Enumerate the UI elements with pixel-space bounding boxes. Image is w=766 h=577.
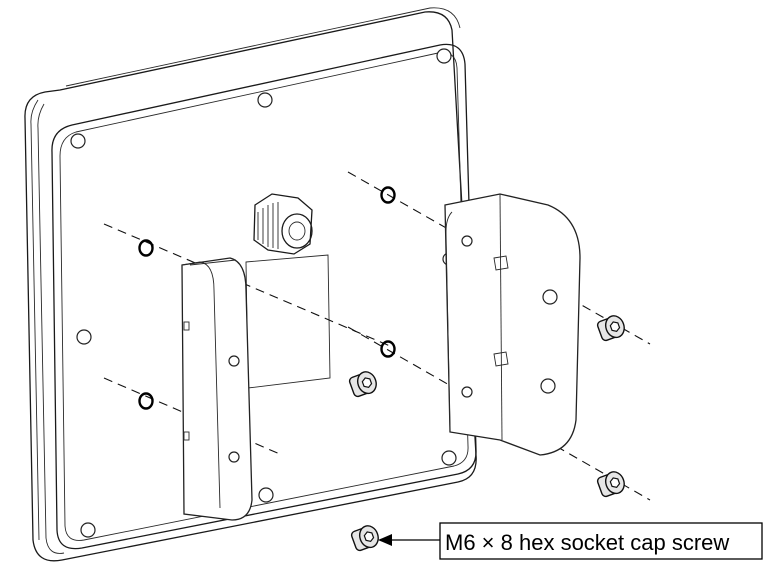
screw-callout: M6 × 8 hex socket cap screw	[378, 522, 763, 560]
panel-mount-holes	[70, 48, 457, 538]
washers	[138, 186, 396, 410]
panel-hole	[80, 522, 96, 538]
hex-socket-screw-icon	[348, 371, 377, 398]
hex-socket-screw-icon	[596, 471, 625, 498]
washer-ring-icon	[138, 392, 154, 410]
panel-hole	[70, 133, 86, 149]
panel-hole	[257, 92, 273, 108]
callout-box	[439, 522, 763, 560]
bracket-hole	[461, 386, 473, 398]
bracket-hole	[228, 451, 240, 463]
arrow-left-icon	[378, 534, 392, 546]
hex-socket-screw-icon	[350, 525, 379, 552]
callout-label: M6 × 8 hex socket cap screw	[445, 530, 729, 555]
washer-ring-icon	[380, 186, 396, 204]
cable-gland-icon	[253, 193, 313, 255]
bracket-hole	[228, 355, 240, 367]
hex-socket-screw-icon	[596, 315, 625, 342]
panel-hole	[258, 487, 274, 503]
mounting-bracket-right	[444, 193, 581, 456]
washer-ring-icon	[380, 340, 396, 358]
bracket-hole	[542, 289, 558, 305]
mounting-bracket-left	[181, 257, 253, 521]
enclosure-panel	[24, 7, 477, 562]
panel-hole	[441, 450, 457, 466]
panel-hole	[436, 48, 452, 64]
screws	[348, 315, 625, 552]
panel-hole	[76, 329, 92, 345]
bracket-hole	[540, 378, 556, 394]
bracket-hole	[461, 235, 473, 247]
washer-ring-icon	[138, 239, 154, 257]
panel-recess	[245, 254, 331, 389]
